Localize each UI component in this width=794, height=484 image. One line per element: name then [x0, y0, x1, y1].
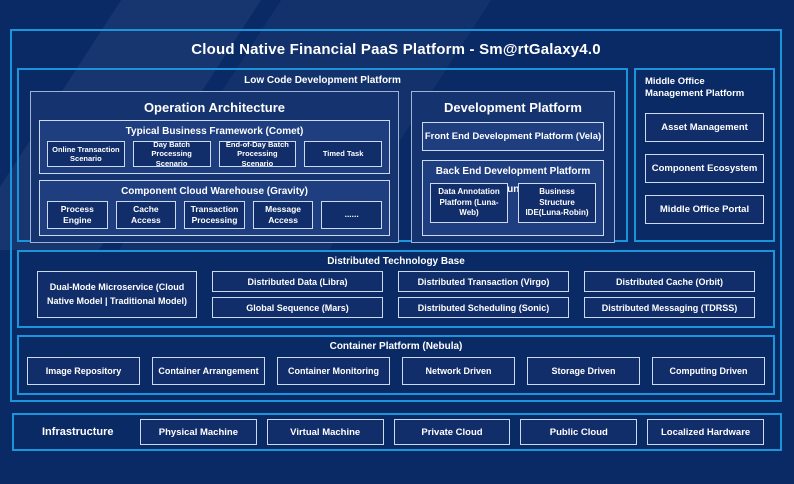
group-component-cloud-warehouse: Component Cloud Warehouse (Gravity) Proc…: [39, 180, 390, 236]
box-distributed-data-libra: Distributed Data (Libra): [212, 271, 383, 292]
group-typical-business-framework: Typical Business Framework (Comet) Onlin…: [39, 120, 390, 174]
distributed-column-3: Distributed Cache (Orbit) Distributed Me…: [584, 271, 755, 318]
box-day-batch-processing-scenario: Day Batch Processing Scenario: [132, 140, 211, 168]
subsection-development-platform: Development Platform Front End Developme…: [411, 91, 615, 243]
box-message-access: Message Access: [252, 201, 314, 229]
container-platform-label: Container Platform (Nebula): [329, 341, 463, 352]
container-platform-row: Image Repository Container Arrangement C…: [27, 357, 765, 385]
box-computing-driven: Computing Driven: [652, 357, 765, 385]
box-public-cloud: Public Cloud: [520, 419, 638, 445]
low-code-platform-label: Low Code Development Platform: [244, 75, 401, 86]
box-component-ecosystem: Component Ecosystem: [645, 153, 764, 183]
box-distributed-cache-orbit: Distributed Cache (Orbit): [584, 271, 755, 292]
box-cache-access: Cache Access: [115, 201, 177, 229]
box-asset-management: Asset Management: [645, 112, 764, 142]
section-container-platform-nebula: Container Platform (Nebula) Image Reposi…: [17, 335, 775, 395]
box-data-annotation-platform-luna-web: Data Annotation Platform (Luna-Web): [430, 183, 508, 223]
box-front-end-development-platform-vela: Front End Development Platform (Vela): [422, 122, 604, 151]
distributed-content-row: Dual-Mode Microservice (Cloud Native Mod…: [37, 271, 755, 318]
box-localized-hardware: Localized Hardware: [647, 419, 764, 445]
box-process-engine: Process Engine: [47, 201, 108, 229]
distributed-column-2: Distributed Transaction (Virgo) Distribu…: [398, 271, 569, 318]
box-ellipsis: ......: [321, 201, 382, 229]
distributed-column-1: Distributed Data (Libra) Global Sequence…: [212, 271, 383, 318]
section-distributed-technology-base: Distributed Technology Base Dual-Mode Mi…: [17, 250, 775, 328]
box-transaction-processing: Transaction Processing: [184, 201, 245, 229]
box-dual-mode-microservice: Dual-Mode Microservice (Cloud Native Mod…: [37, 271, 197, 318]
component-cloud-warehouse-items: Process Engine Cache Access Transaction …: [47, 201, 382, 229]
section-infrastructure: Infrastructure Physical Machine Virtual …: [12, 413, 782, 451]
box-distributed-messaging-tdrss: Distributed Messaging (TDRSS): [584, 297, 755, 318]
box-container-monitoring: Container Monitoring: [277, 357, 390, 385]
box-business-structure-ide-luna-robin: Business Structure IDE(Luna-Robin): [518, 183, 596, 223]
box-timed-task: Timed Task: [304, 141, 382, 167]
box-physical-machine: Physical Machine: [140, 419, 257, 445]
box-global-sequence-mars: Global Sequence (Mars): [212, 297, 383, 318]
subsection-operation-architecture: Operation Architecture Typical Business …: [30, 91, 399, 243]
operation-architecture-title: Operation Architecture: [143, 100, 286, 115]
main-frame: Cloud Native Financial PaaS Platform - S…: [10, 29, 782, 402]
section-low-code-development-platform: Low Code Development Platform Operation …: [17, 68, 628, 243]
box-middle-office-portal: Middle Office Portal: [645, 194, 764, 224]
group-back-end-development-platform-luna: Back End Development Platform (Luna) Dat…: [422, 160, 604, 236]
section-middle-office-management-platform: Middle Office Management Platform Asset …: [634, 68, 775, 242]
back-end-development-platform-title: Back End Development Platform (Luna): [435, 166, 591, 195]
infrastructure-label: Infrastructure: [42, 426, 114, 438]
box-online-transaction-scenario: Online Transaction Scenario: [47, 141, 125, 167]
low-code-content-row: Operation Architecture Typical Business …: [30, 91, 615, 243]
typical-business-framework-title: Typical Business Framework (Comet): [125, 126, 304, 137]
page-title: Cloud Native Financial PaaS Platform - S…: [191, 40, 601, 58]
box-distributed-scheduling-sonic: Distributed Scheduling (Sonic): [398, 297, 569, 318]
box-distributed-transaction-virgo: Distributed Transaction (Virgo): [398, 271, 569, 292]
component-cloud-warehouse-title: Component Cloud Warehouse (Gravity): [121, 186, 308, 197]
box-image-repository: Image Repository: [27, 357, 140, 385]
middle-office-platform-label: Middle Office Management Platform: [645, 76, 745, 100]
box-end-of-day-batch-processing-scenario: End-of-Day Batch Processing Scenario: [218, 140, 297, 168]
box-virtual-machine: Virtual Machine: [266, 419, 384, 445]
box-storage-driven: Storage Driven: [527, 357, 640, 385]
box-network-driven: Network Driven: [402, 357, 515, 385]
box-private-cloud: Private Cloud: [393, 419, 511, 445]
development-platform-title: Development Platform: [444, 100, 582, 115]
upper-row: Low Code Development Platform Operation …: [17, 68, 775, 243]
distributed-technology-base-label: Distributed Technology Base: [327, 256, 465, 267]
back-end-items: Data Annotation Platform (Luna-Web) Busi…: [430, 183, 596, 223]
typical-business-framework-items: Online Transaction Scenario Day Batch Pr…: [47, 140, 382, 168]
box-container-arrangement: Container Arrangement: [152, 357, 265, 385]
